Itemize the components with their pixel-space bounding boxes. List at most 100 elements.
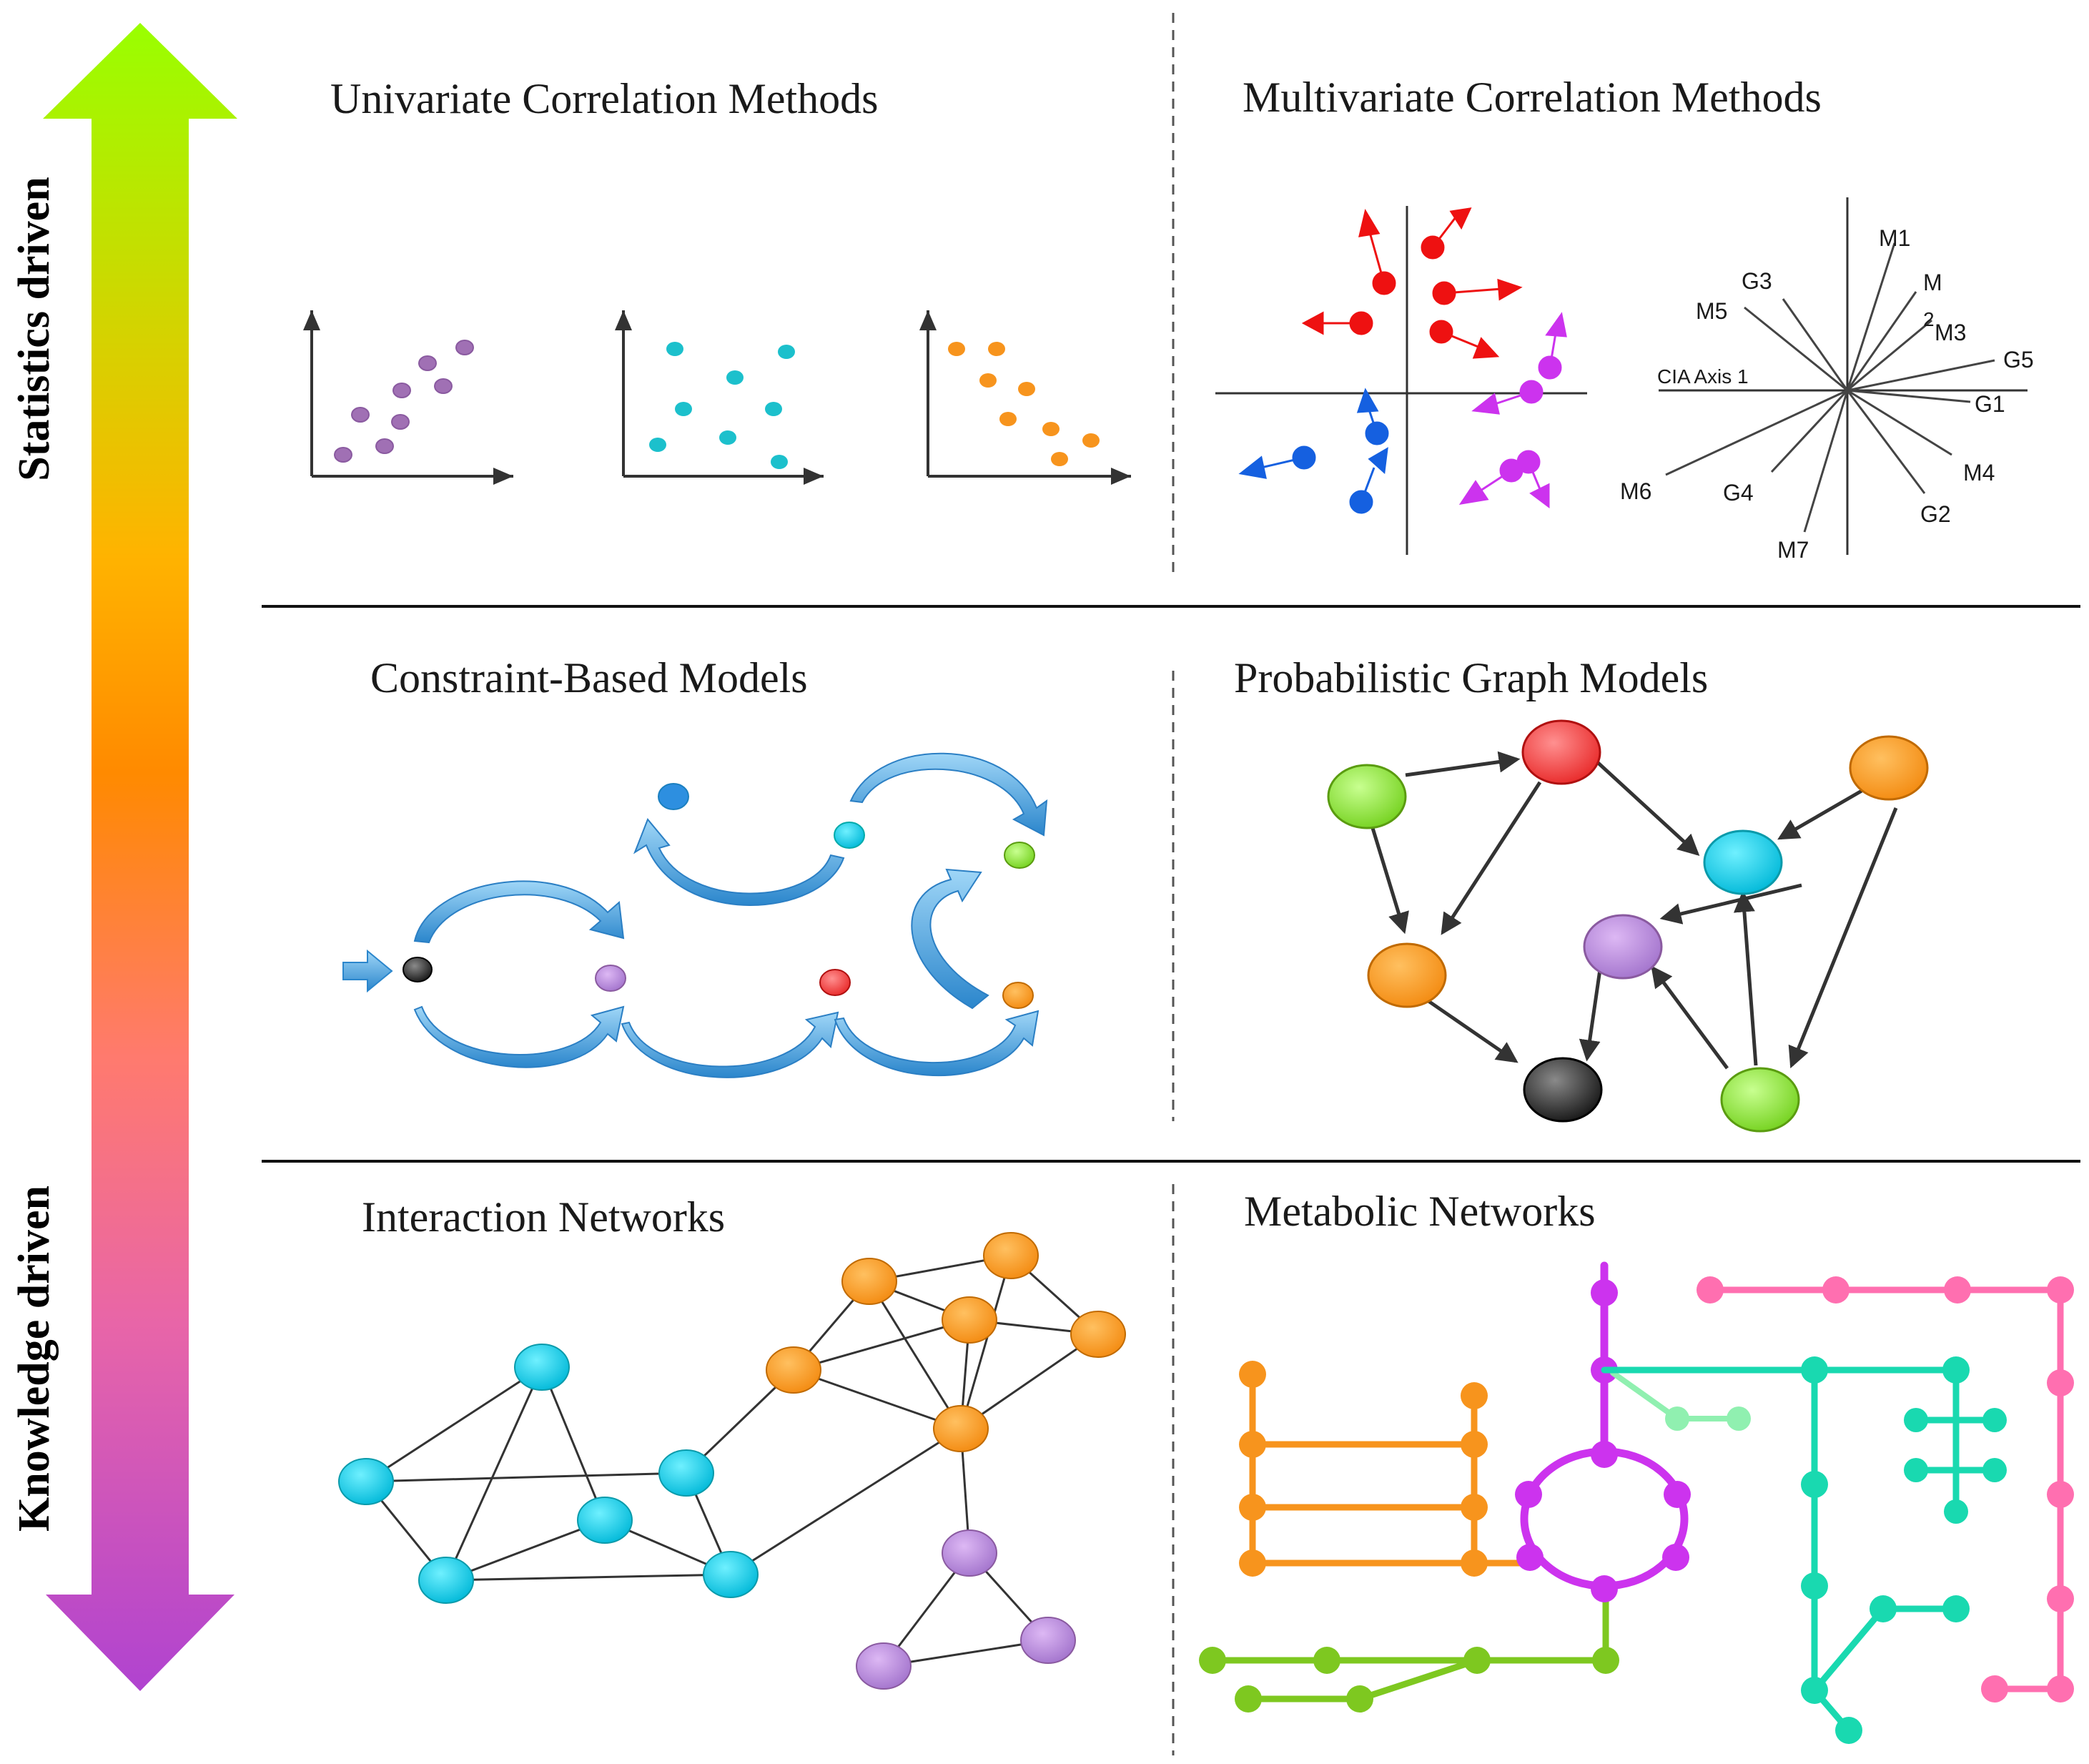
protein-node	[1020, 1617, 1076, 1664]
metabolite-dot	[1801, 1677, 1828, 1704]
scatter-point	[765, 402, 782, 416]
metabolite-dot	[1591, 1441, 1618, 1468]
metabolite-dot	[1199, 1647, 1226, 1674]
scatter-plot-positive	[303, 310, 513, 485]
protein-node	[514, 1344, 570, 1391]
protein-node	[577, 1497, 633, 1544]
metabolite-dot	[1516, 1544, 1544, 1571]
pgm-node-black	[1523, 1057, 1603, 1123]
sample-point	[1292, 445, 1316, 470]
orange-pathway	[1239, 1361, 1528, 1577]
metabolite-nodes	[403, 783, 1035, 1009]
scatter-point	[778, 345, 795, 359]
metabolite-dot	[1982, 1458, 2007, 1482]
scatter-point	[999, 412, 1017, 426]
scatter-point	[434, 378, 453, 394]
metabolite-dot	[1461, 1549, 1488, 1577]
vector-label: G4	[1723, 480, 1754, 506]
light-green-branch	[1610, 1370, 1751, 1431]
metabolite-dot	[1981, 1675, 2008, 1703]
interaction-title: Interaction Networks	[362, 1193, 725, 1241]
multivariate-biplot	[1215, 206, 1587, 555]
sample-point	[1365, 421, 1389, 445]
scatter-point	[979, 373, 997, 388]
purple-metabolite	[595, 965, 626, 992]
cia-vector-plot: CIA Axis 1 M1 M 2 M3 G5 G1 M4 G2 M7 G4 M…	[1620, 197, 2034, 563]
metabolite-dot	[1461, 1431, 1488, 1458]
pink-pathway	[1697, 1276, 2074, 1703]
probabilistic-title: Probabilistic Graph Models	[1234, 654, 1708, 701]
scatter-point	[334, 447, 352, 463]
metabolite-dot	[1346, 1685, 1373, 1713]
flux-curved-arrows	[413, 752, 1048, 1078]
metabolite-dot	[1801, 1572, 1828, 1600]
cia-axis-label: CIA Axis 1	[1657, 365, 1749, 388]
metabolite-dot	[1591, 1575, 1618, 1602]
metabolite-dot	[1461, 1382, 1488, 1409]
protein-node	[983, 1232, 1039, 1279]
pgm-node-purple	[1583, 914, 1663, 980]
blue-metabolite	[658, 783, 689, 810]
metabolite-dot	[1944, 1276, 1971, 1304]
vector-label: M5	[1696, 298, 1727, 324]
metabolite-dot	[1727, 1406, 1751, 1431]
metabolite-dot	[1801, 1471, 1828, 1498]
green-pathway	[1199, 1590, 1619, 1713]
blue-cluster	[1238, 388, 1389, 514]
pgm-node-green-top	[1327, 764, 1407, 829]
sample-point	[1519, 380, 1544, 404]
multivariate-title: Multivariate Correlation Methods	[1243, 74, 1822, 121]
metabolite-dot	[1944, 1499, 1968, 1524]
metabolite-dot	[1942, 1595, 1970, 1622]
metabolite-dot	[1313, 1647, 1340, 1674]
metabolite-dot	[1665, 1406, 1689, 1431]
red-cluster	[1301, 207, 1523, 359]
scatter-point	[1018, 382, 1035, 396]
scatter-point	[418, 355, 437, 371]
scatter-point	[666, 342, 683, 356]
scatter-point	[719, 430, 736, 445]
metabolite-dot	[1697, 1276, 1724, 1304]
scatter-point	[1042, 422, 1060, 436]
metabolite-dot	[2047, 1675, 2074, 1703]
metabolite-dot	[1239, 1494, 1266, 1521]
scatter-point	[726, 370, 744, 385]
metabolite-dot	[1801, 1356, 1828, 1384]
metabolite-dot	[1591, 1279, 1618, 1306]
protein-node	[766, 1346, 821, 1394]
metabolite-dot	[1982, 1408, 2007, 1432]
metabolic-title: Metabolic Networks	[1244, 1188, 1596, 1235]
metabolite-dot	[1822, 1276, 1850, 1304]
scatter-point	[771, 455, 788, 469]
scatter-plot-uncorrelated	[615, 310, 824, 485]
cyan-metabolite	[834, 822, 865, 849]
vector-label: G1	[1975, 391, 2005, 417]
protein-node	[1070, 1311, 1126, 1358]
sample-point	[1538, 355, 1562, 380]
metabolite-dot	[1904, 1458, 1928, 1482]
knowledge-driven-label: Knowledge driven	[10, 1186, 59, 1532]
metabolite-dot	[1461, 1494, 1488, 1521]
scatter-point	[391, 414, 410, 430]
scatter-plot-negative	[919, 310, 1131, 485]
probabilistic-graph	[1327, 719, 1929, 1133]
scatter-point	[948, 342, 965, 356]
vector-label: M1	[1879, 225, 1910, 251]
metabolite-dot	[1239, 1431, 1266, 1458]
metabolite-dot	[2047, 1276, 2074, 1304]
metabolite-dot	[1515, 1481, 1542, 1508]
sample-point	[1421, 235, 1445, 260]
pgm-node-red	[1521, 719, 1601, 785]
vector-label: M7	[1777, 537, 1809, 563]
metabolite-dot	[1239, 1549, 1266, 1577]
double-arrow-shape	[43, 23, 237, 1691]
vector-label: G5	[2003, 347, 2034, 373]
scatter-point	[675, 402, 692, 416]
protein-node	[942, 1529, 997, 1577]
sample-point	[1516, 450, 1541, 474]
sample-point	[1372, 271, 1396, 295]
input-flux-arrow	[342, 949, 393, 993]
metabolite-dot	[1463, 1647, 1491, 1674]
metabolite-dot	[1235, 1685, 1262, 1713]
